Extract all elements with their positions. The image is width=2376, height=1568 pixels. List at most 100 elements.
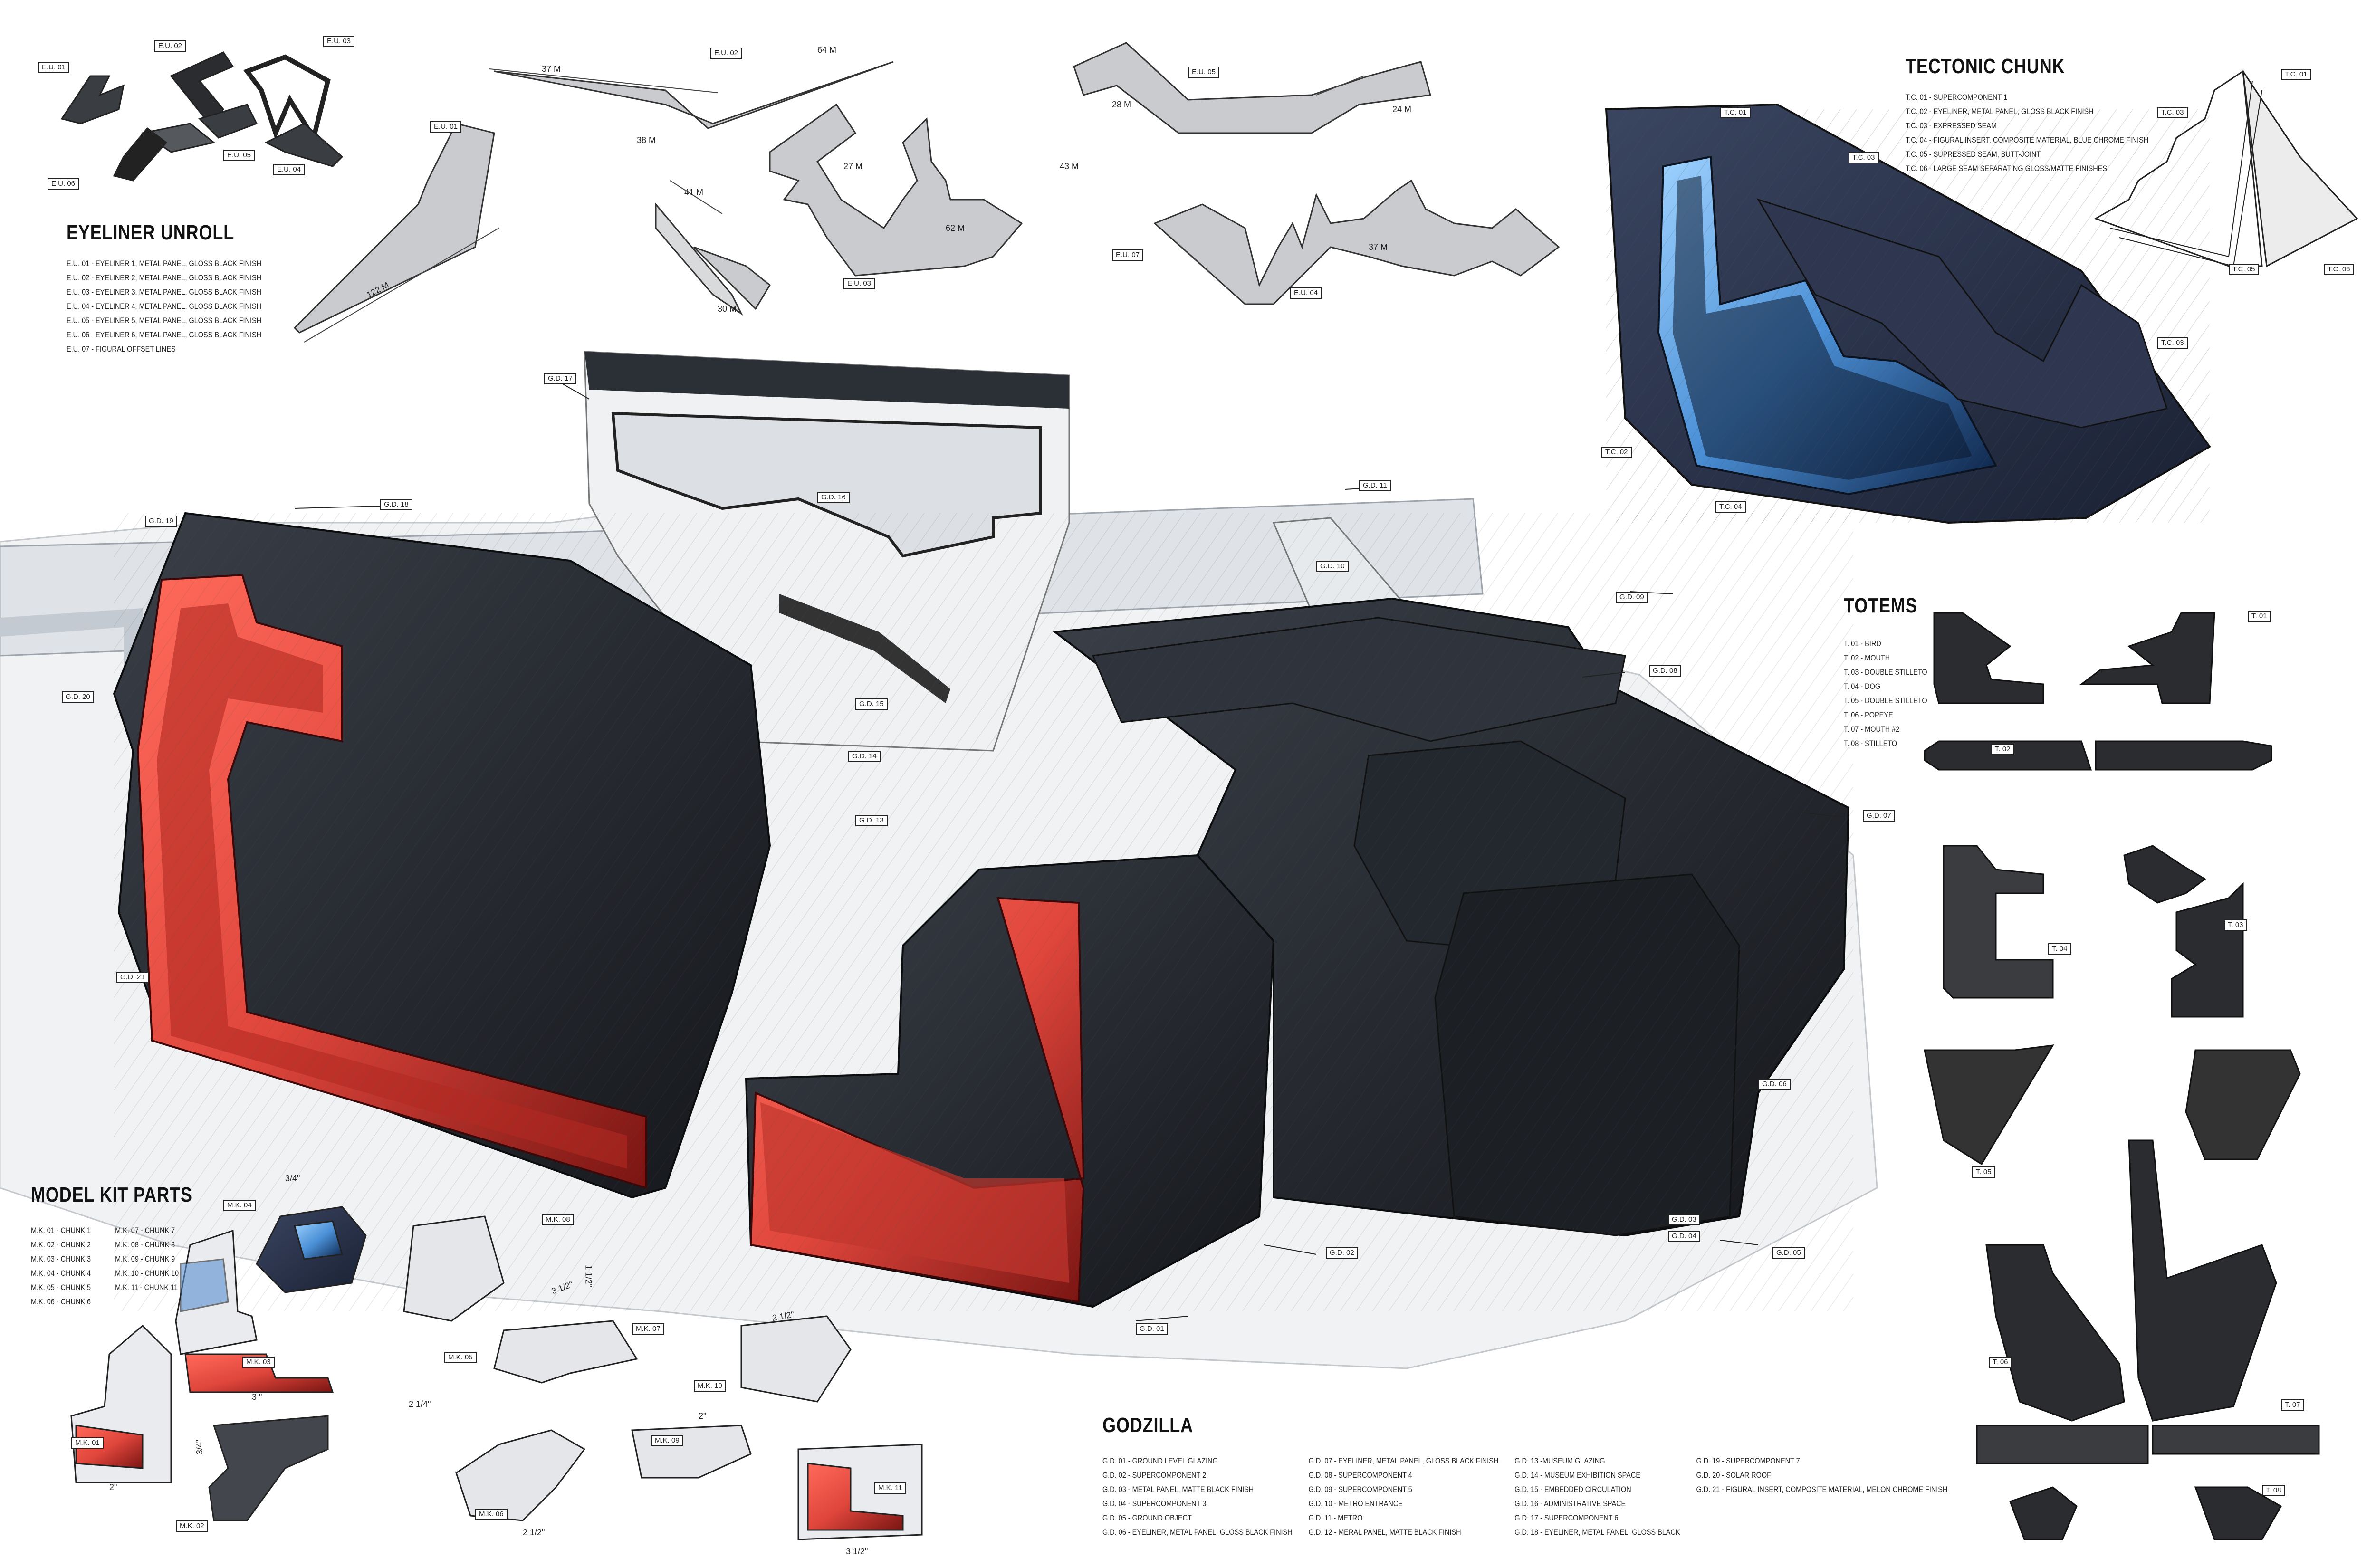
legend-item: M.K. 11 - CHUNK 11 <box>115 1283 178 1292</box>
callout-tag: E.U. 04 <box>1290 287 1322 299</box>
dimension-label: 2" <box>699 1411 707 1421</box>
legend-item: M.K. 08 - CHUNK 8 <box>115 1240 175 1249</box>
dimension-label: 2 1/4" <box>409 1399 431 1409</box>
callout-tag: G.D. 11 <box>1359 480 1391 491</box>
callout-tag: M.K. 02 <box>176 1520 208 1532</box>
callout-tag: T.C. 01 <box>2281 69 2311 80</box>
legend-item: E.U. 05 - EYELINER 5, METAL PANEL, GLOSS… <box>67 316 262 325</box>
callout-tag: T. 04 <box>2048 943 2071 955</box>
legend-item: M.K. 09 - CHUNK 9 <box>115 1254 175 1263</box>
callout-tag: E.U. 05 <box>223 150 255 161</box>
tectonic-chunk-heading: TECTONIC CHUNK <box>1906 55 2065 78</box>
callout-tag: E.U. 03 <box>323 36 355 47</box>
callout-tag: M.K. 07 <box>632 1323 664 1335</box>
legend-item: M.K. 02 - CHUNK 2 <box>31 1240 91 1249</box>
legend-item: M.K. 07 - CHUNK 7 <box>115 1226 175 1235</box>
callout-tag: M.K. 03 <box>242 1357 275 1368</box>
dimension-label: 37 M <box>1369 242 1388 252</box>
eyeliner-unroll-strips <box>293 42 1560 334</box>
callout-tag: M.K. 01 <box>71 1437 104 1449</box>
callout-tag: E.U. 03 <box>843 278 875 289</box>
callout-tag: G.D. 19 <box>145 516 177 527</box>
model-kit-heading: MODEL KIT PARTS <box>31 1183 192 1206</box>
legend-item: G.D. 06 - EYELINER, METAL PANEL, GLOSS B… <box>1102 1528 1293 1537</box>
callout-tag: T.C. 04 <box>1715 501 1746 513</box>
dimension-label: 3 " <box>252 1392 262 1402</box>
dimension-label: 38 M <box>637 135 656 145</box>
legend-item: M.K. 10 - CHUNK 10 <box>115 1269 179 1278</box>
eyeliner-unroll-heading: EYELINER UNROLL <box>67 221 235 244</box>
legend-column: G.D. 01 - GROUND LEVEL GLAZING G.D. 02 -… <box>1102 1454 1293 1539</box>
callout-tag: M.K. 06 <box>475 1509 508 1520</box>
totems-legend: T. 01 - BIRD T. 02 - MOUTH T. 03 - DOUBL… <box>1844 637 1927 751</box>
callout-tag: G.D. 13 <box>855 815 888 826</box>
callout-tag: G.D. 04 <box>1668 1231 1700 1242</box>
dimension-label: 1 1/2" <box>584 1265 594 1287</box>
callout-tag: G.D. 03 <box>1668 1214 1700 1225</box>
callout-tag: G.D. 20 <box>62 691 94 703</box>
callout-tag: T. 07 <box>2281 1399 2304 1411</box>
callout-tag: G.D. 10 <box>1316 561 1349 572</box>
legend-item: T.C. 05 - SUPRESSED SEAM, BUTT-JOINT <box>1906 150 2041 159</box>
callout-tag: G.D. 21 <box>116 972 149 983</box>
legend-item: G.D. 09 - SUPERCOMPONENT 5 <box>1308 1485 1412 1494</box>
legend-item: G.D. 15 - EMBEDDED CIRCULATION <box>1514 1485 1631 1494</box>
model-kit-legend: M.K. 01 - CHUNK 1 M.K. 02 - CHUNK 2 M.K.… <box>31 1224 179 1309</box>
callout-tag: G.D. 14 <box>848 751 881 762</box>
dimension-label: 2 1/2" <box>523 1528 545 1537</box>
legend-item: T. 07 - MOUTH #2 <box>1844 725 1900 734</box>
legend-item: G.D. 11 - METRO <box>1308 1513 1363 1522</box>
dimension-label: 43 M <box>1060 162 1079 171</box>
callout-tag: M.K. 10 <box>694 1380 726 1392</box>
legend-column: G.D. 07 - EYELINER, METAL PANEL, GLOSS B… <box>1309 1454 1499 1539</box>
totem-shapes <box>1924 612 2320 1540</box>
legend-item: G.D. 01 - GROUND LEVEL GLAZING <box>1102 1456 1218 1465</box>
callout-tag: G.D. 08 <box>1649 665 1681 677</box>
callout-tag: G.D. 01 <box>1136 1323 1168 1335</box>
callout-tag: T.C. 03 <box>2157 337 2188 349</box>
legend-item: G.D. 04 - SUPERCOMPONENT 3 <box>1102 1499 1207 1508</box>
legend-item: G.D. 17 - SUPERCOMPONENT 6 <box>1514 1513 1619 1522</box>
legend-item: G.D. 02 - SUPERCOMPONENT 2 <box>1102 1471 1207 1480</box>
legend-item: T. 08 - STILLETO <box>1844 739 1897 748</box>
callout-tag: M.K. 05 <box>444 1352 477 1363</box>
tectonic-chunk-model <box>1605 103 2211 524</box>
legend-item: T. 05 - DOUBLE STILLETO <box>1844 696 1927 705</box>
callout-tag: T.C. 05 <box>2229 264 2259 275</box>
callout-tag: E.U. 04 <box>273 164 305 175</box>
godzilla-heading: GODZILLA <box>1102 1414 1193 1437</box>
legend-item: G.D. 20 - SOLAR ROOF <box>1696 1471 1771 1480</box>
legend-item: T. 03 - DOUBLE STILLETO <box>1844 668 1927 677</box>
callout-tag: E.U. 02 <box>710 48 742 59</box>
dimension-label: 30 M <box>718 304 737 314</box>
legend-item: G.D. 19 - SUPERCOMPONENT 7 <box>1696 1456 1800 1465</box>
legend-column: G.D. 13 -MUSEUM GLAZING G.D. 14 - MUSEUM… <box>1514 1454 1680 1539</box>
legend-item: G.D. 21 - FIGURAL INSERT, COMPOSITE MATE… <box>1696 1485 1948 1494</box>
dimension-label: 27 M <box>843 162 863 171</box>
legend-item: M.K. 04 - CHUNK 4 <box>31 1269 91 1278</box>
legend-item: T. 06 - POPEYE <box>1844 710 1893 719</box>
callout-tag: G.D. 16 <box>817 492 850 503</box>
callout-tag: G.D. 15 <box>855 698 888 710</box>
callout-tag: G.D. 17 <box>544 373 576 384</box>
callout-tag: G.D. 05 <box>1772 1247 1805 1259</box>
legend-item: T.C. 06 - LARGE SEAM SEPARATING GLOSS/MA… <box>1906 164 2107 173</box>
callout-tag: T.C. 06 <box>2324 264 2354 275</box>
legend-item: T.C. 01 - SUPERCOMPONENT 1 <box>1906 93 2008 102</box>
legend-item: G.D. 12 - MERAL PANEL, MATTE BLACK FINIS… <box>1308 1528 1461 1537</box>
callout-tag: E.U. 01 <box>430 121 462 133</box>
callout-tag: E.U. 06 <box>48 178 79 190</box>
dimension-label: 2" <box>109 1482 117 1492</box>
callout-tag: T. 02 <box>1991 744 2014 755</box>
callout-tag: E.U. 02 <box>154 40 186 52</box>
legend-item: M.K. 01 - CHUNK 1 <box>31 1226 91 1235</box>
legend-item: E.U. 02 - EYELINER 2, METAL PANEL, GLOSS… <box>67 273 262 282</box>
godzilla-model <box>0 351 1878 1369</box>
eyeliner-unroll-legend: E.U. 01 - EYELINER 1, METAL PANEL, GLOSS… <box>67 257 261 356</box>
callout-tag: E.U. 01 <box>38 62 70 73</box>
legend-item: G.D. 13 -MUSEUM GLAZING <box>1514 1456 1605 1465</box>
legend-item: G.D. 10 - METRO ENTRANCE <box>1308 1499 1403 1508</box>
callout-tag: M.K. 11 <box>874 1482 906 1494</box>
dimension-label: 28 M <box>1112 100 1131 109</box>
